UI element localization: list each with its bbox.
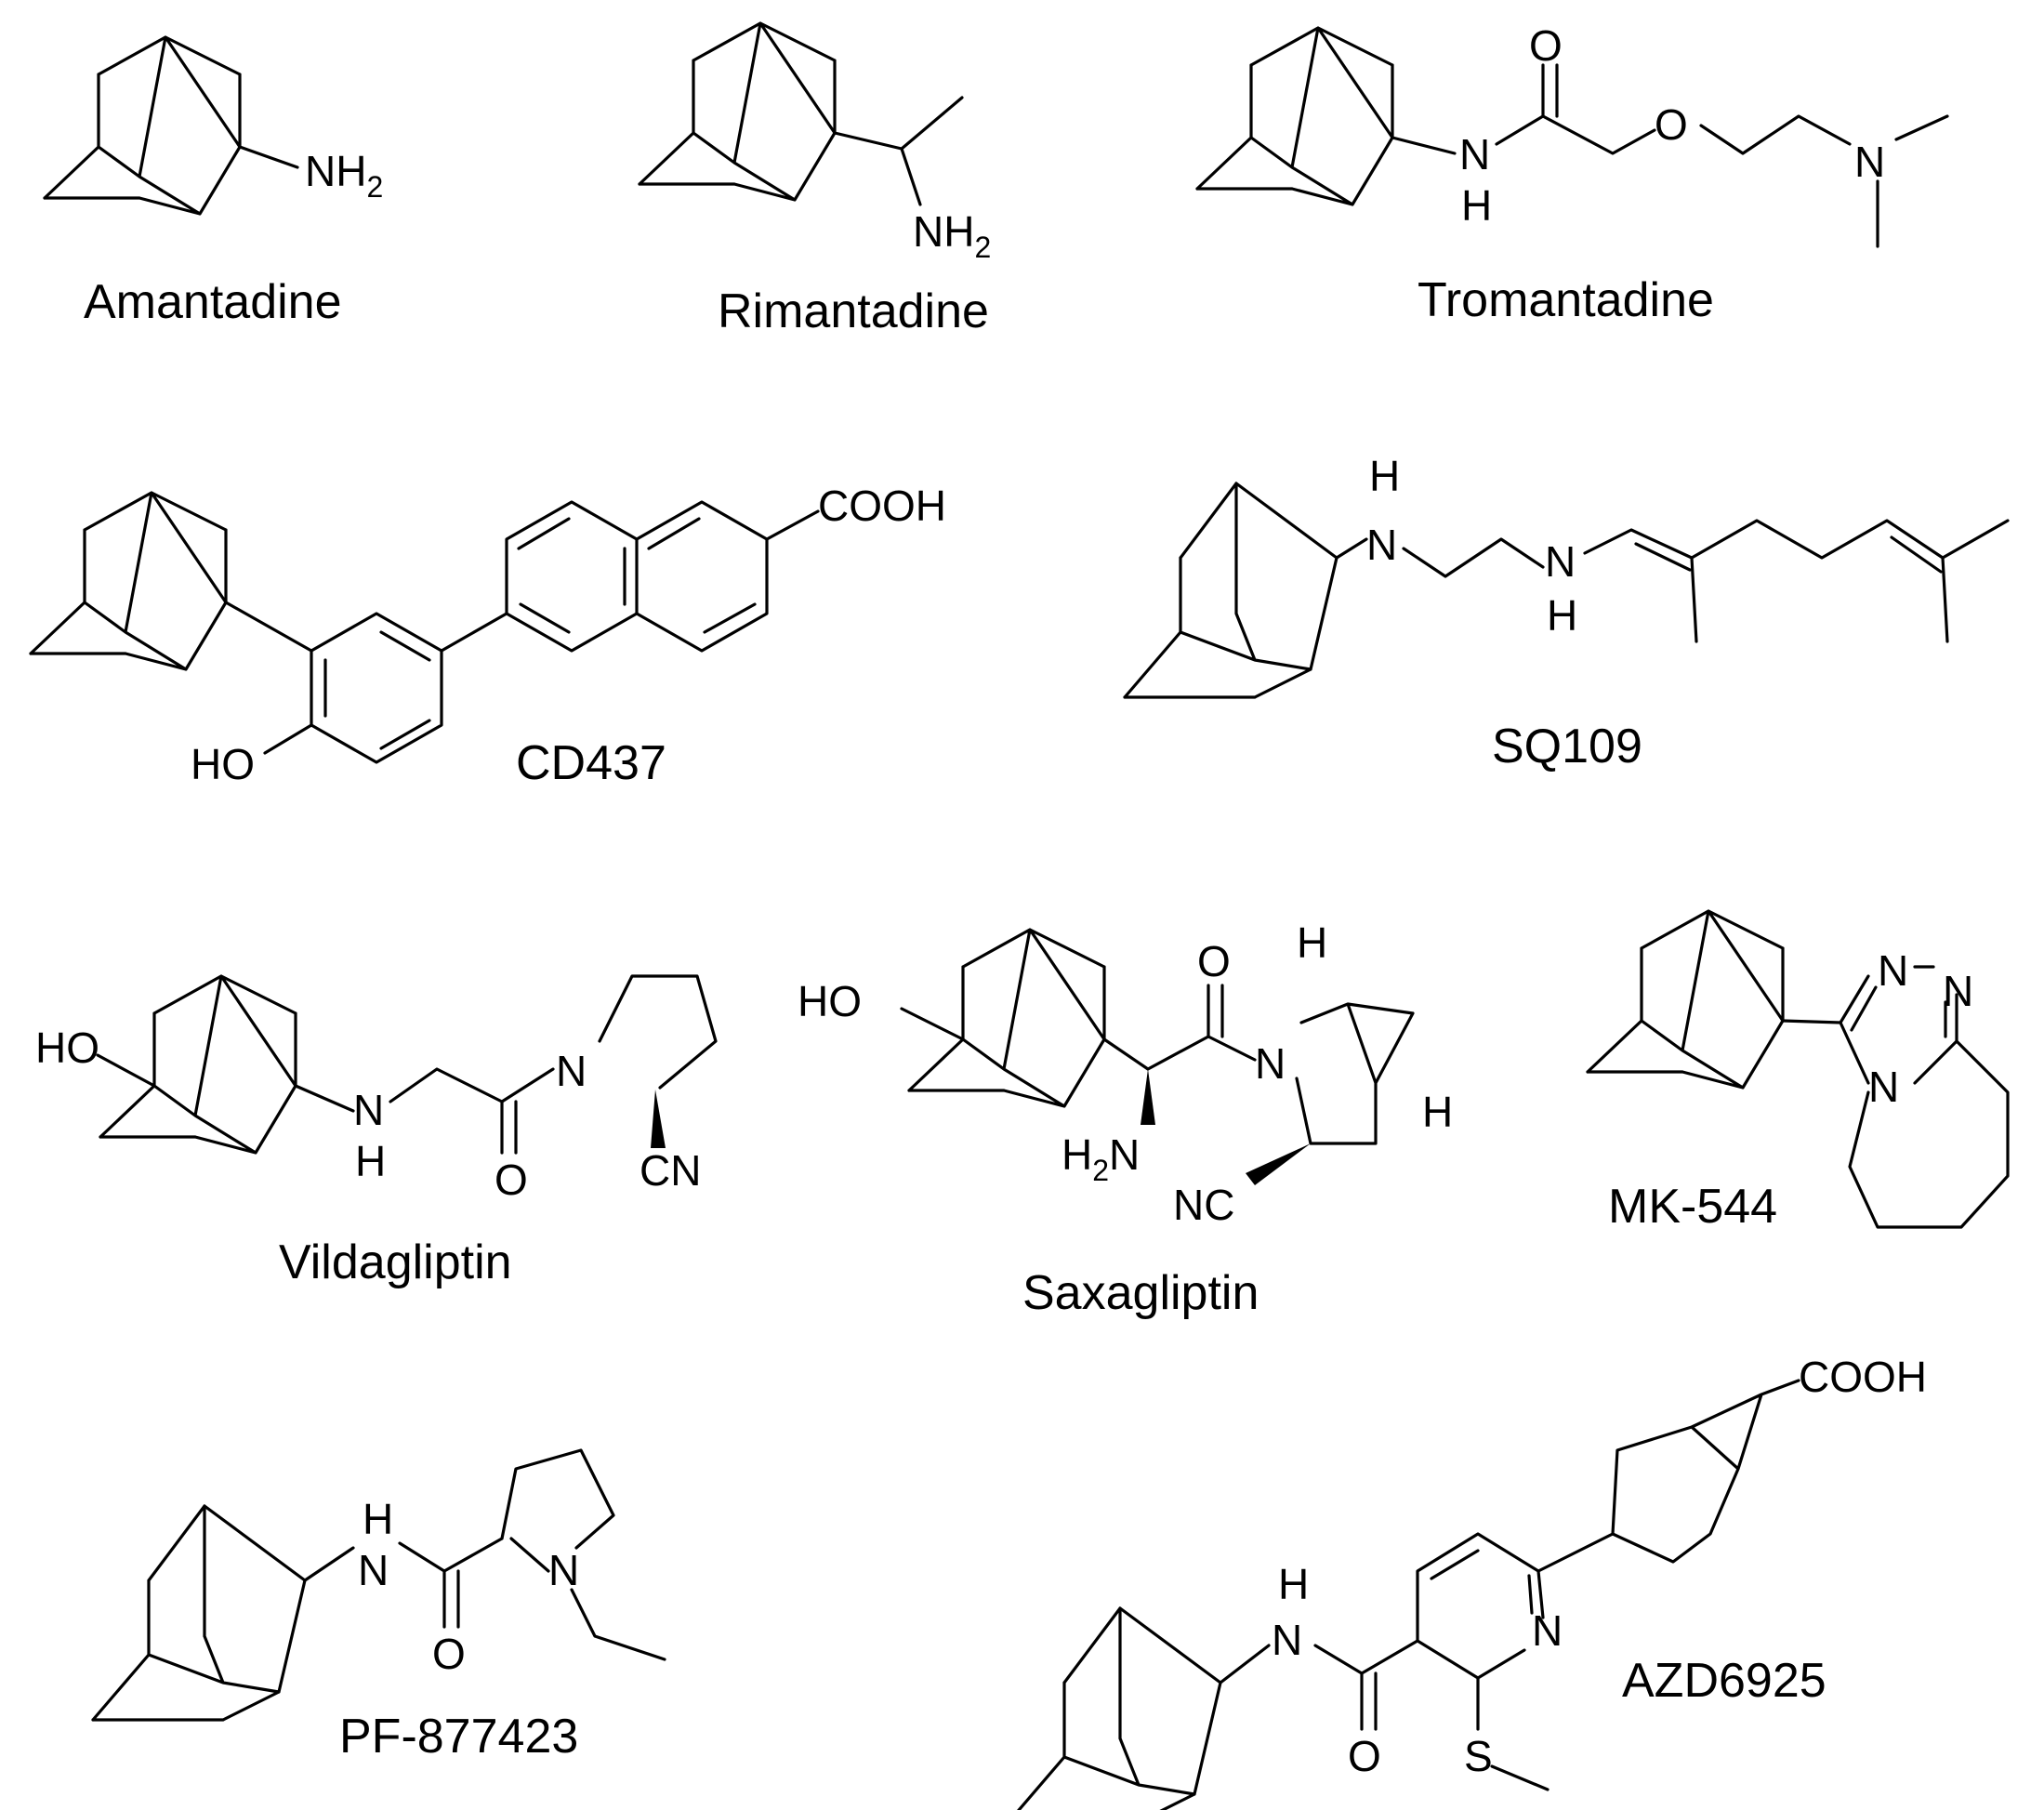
svg-text:O: O bbox=[1655, 100, 1688, 149]
svg-text:HO: HO bbox=[35, 1024, 99, 1072]
azd6925-structure: H N N O S COOH bbox=[1007, 1353, 1927, 1810]
amantadine-label: Amantadine bbox=[84, 275, 342, 329]
svg-text:N: N bbox=[1255, 1039, 1286, 1088]
svg-text:H: H bbox=[1297, 918, 1327, 967]
svg-text:H2N: H2N bbox=[1062, 1130, 1140, 1187]
svg-text:H: H bbox=[363, 1495, 393, 1543]
svg-text:N: N bbox=[556, 1047, 587, 1095]
svg-text:N: N bbox=[1868, 1063, 1899, 1111]
svg-text:O: O bbox=[1348, 1732, 1381, 1780]
svg-text:H: H bbox=[355, 1137, 386, 1185]
tromantadine-label: Tromantadine bbox=[1418, 273, 1714, 327]
sq109-structure: H N N H bbox=[1123, 452, 2010, 699]
svg-text:N: N bbox=[1854, 138, 1885, 186]
svg-text:O: O bbox=[1197, 937, 1231, 985]
svg-text:H: H bbox=[1278, 1560, 1309, 1608]
svg-text:NH2: NH2 bbox=[305, 147, 383, 204]
pf877423-label: PF-877423 bbox=[339, 1710, 578, 1764]
svg-text:N: N bbox=[1272, 1616, 1302, 1664]
svg-text:H: H bbox=[1547, 591, 1577, 640]
svg-text:S: S bbox=[1464, 1732, 1493, 1780]
cd437-label: CD437 bbox=[516, 736, 666, 790]
svg-text:O: O bbox=[495, 1156, 528, 1204]
svg-text:NH2: NH2 bbox=[913, 207, 991, 264]
svg-text:N: N bbox=[358, 1546, 389, 1594]
svg-text:O: O bbox=[1529, 21, 1563, 70]
svg-text:HO: HO bbox=[191, 740, 255, 788]
saxagliptin-structure: HO O N H H H2N NC bbox=[798, 918, 1453, 1229]
tromantadine-structure: O N H O N bbox=[1195, 21, 1949, 248]
rimantadine-structure: NH2 bbox=[638, 21, 991, 264]
vildagliptin-label: Vildagliptin bbox=[279, 1235, 512, 1289]
svg-text:N: N bbox=[1878, 946, 1908, 995]
svg-text:H: H bbox=[1369, 452, 1400, 500]
svg-text:COOH: COOH bbox=[818, 482, 946, 530]
svg-text:N: N bbox=[353, 1086, 384, 1134]
svg-text:N: N bbox=[1459, 130, 1490, 178]
svg-text:H: H bbox=[1461, 181, 1492, 230]
svg-text:NC: NC bbox=[1173, 1181, 1234, 1229]
rimantadine-label: Rimantadine bbox=[718, 284, 989, 338]
svg-text:N: N bbox=[1545, 537, 1576, 586]
svg-text:COOH: COOH bbox=[1799, 1353, 1927, 1401]
svg-text:N: N bbox=[548, 1546, 579, 1594]
svg-text:O: O bbox=[432, 1630, 466, 1678]
saxagliptin-label: Saxagliptin bbox=[1022, 1266, 1259, 1320]
pf877423-structure: H N O N bbox=[91, 1448, 666, 1722]
svg-text:HO: HO bbox=[798, 977, 862, 1025]
svg-text:N: N bbox=[1532, 1606, 1563, 1655]
azd6925-label: AZD6925 bbox=[1622, 1654, 1826, 1708]
svg-text:N: N bbox=[1366, 521, 1397, 569]
svg-text:CN: CN bbox=[640, 1146, 701, 1195]
amantadine-structure: NH2 bbox=[43, 35, 383, 216]
mk544-label: MK-544 bbox=[1608, 1180, 1777, 1234]
svg-text:N: N bbox=[1943, 967, 1973, 1015]
sq109-label: SQ109 bbox=[1492, 720, 1642, 773]
cd437-structure: COOH HO bbox=[29, 482, 946, 788]
vildagliptin-structure: HO N H O N CN bbox=[35, 974, 718, 1204]
mk544-structure: N N N bbox=[1586, 909, 2010, 1229]
svg-text:H: H bbox=[1422, 1088, 1453, 1136]
